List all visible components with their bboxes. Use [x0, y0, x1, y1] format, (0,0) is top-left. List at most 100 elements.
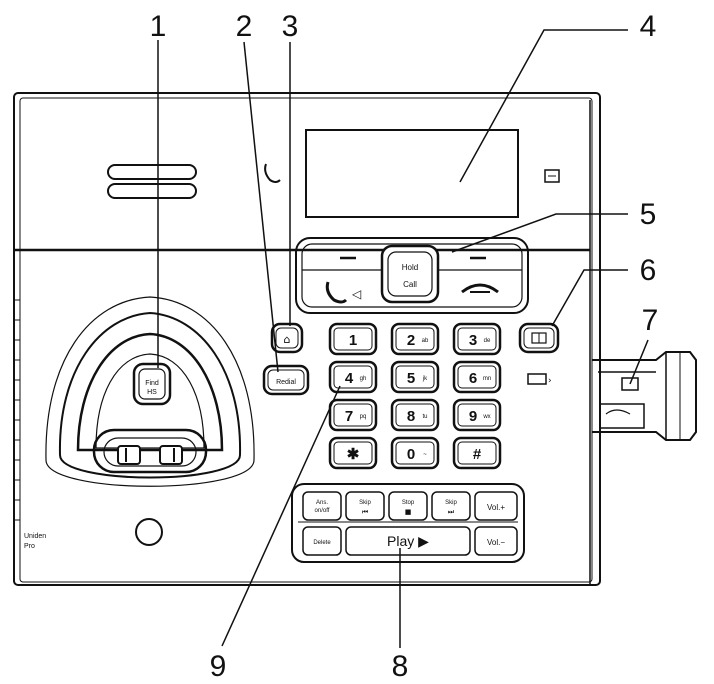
- leader-5: [451, 213, 628, 253]
- keypad-key-star[interactable]: ✱: [328, 436, 378, 470]
- keypad-key-label: 3: [469, 332, 477, 349]
- left-edge-ticks: [14, 299, 20, 521]
- answering-machine-keys: Ans. on/off Skip ⏮ Stop ■ Skip ⏭ Vol.+ D…: [291, 483, 525, 563]
- keypad-key-9[interactable]: 9 wx: [452, 398, 502, 432]
- charge-led: [135, 518, 163, 546]
- keypad-key-0[interactable]: 0~: [390, 436, 440, 470]
- find-handset-button[interactable]: Find HS: [132, 362, 172, 406]
- leader-7: [629, 339, 649, 385]
- find-handset-label-line1: Find: [145, 380, 159, 387]
- keypad-key-sublabel: ab: [422, 338, 429, 344]
- ans-onoff-button[interactable]: Ans. on/off: [302, 491, 342, 521]
- keypad-key-label: #: [473, 446, 482, 463]
- callout-8: 8: [392, 650, 409, 683]
- intercom-icon: ⌂: [284, 333, 291, 346]
- keypad-key-5[interactable]: 5 jk: [390, 360, 440, 394]
- speaker-grille: [107, 164, 197, 199]
- skip-back-button[interactable]: Skip ⏮: [345, 491, 385, 521]
- line-jack: [592, 351, 697, 441]
- callout-6: 6: [640, 254, 657, 287]
- keypad-key-sublabel: wx: [482, 414, 490, 420]
- keypad-key-label: 9: [469, 408, 477, 425]
- nav-pad[interactable]: Hold Call: [380, 244, 440, 304]
- brand-label: Uniden: [24, 533, 46, 540]
- keypad-key-sublabel: gh: [360, 376, 367, 382]
- play-button[interactable]: Play ▶: [345, 526, 471, 556]
- keypad-key-sublabel: tu: [422, 414, 427, 420]
- keypad-key-sublabel: de: [484, 338, 491, 344]
- keypad-key-label: 1: [349, 332, 357, 349]
- phonebook-button[interactable]: [518, 322, 560, 354]
- keypad-key-sublabel: jk: [422, 376, 428, 382]
- keypad-key-1[interactable]: 1: [328, 322, 378, 356]
- nav-center-top: Hold: [402, 263, 418, 272]
- keypad-key-sublabel: mn: [483, 376, 491, 382]
- stop-icon: ■: [405, 508, 412, 516]
- svg-text:Skip: Skip: [445, 500, 457, 506]
- callout-numbers: 1 2 3 4 5 6 7 8 9: [150, 10, 659, 683]
- battery-icon: ›: [527, 373, 552, 386]
- keypad-key-8[interactable]: 8 tu: [390, 398, 440, 432]
- callout-7: 7: [642, 304, 659, 337]
- keypad-key-label: 7: [345, 408, 353, 425]
- callout-2: 2: [236, 10, 253, 43]
- skip-fwd-icon: ⏭: [448, 508, 455, 516]
- callout-5: 5: [640, 198, 657, 231]
- callout-9: 9: [210, 650, 227, 683]
- keypad-key-4[interactable]: 4 gh: [328, 360, 378, 394]
- intercom-button[interactable]: ⌂: [270, 322, 304, 354]
- leader-9: [221, 385, 341, 647]
- navigation-softkeys: [295, 237, 529, 314]
- callout-3: 3: [282, 10, 299, 43]
- keypad-key-label: 2: [407, 332, 415, 349]
- skip-back-icon: ⏮: [362, 508, 368, 516]
- svg-text:Stop: Stop: [402, 500, 415, 506]
- keypad-key-pound[interactable]: #: [452, 436, 502, 470]
- keypad-key-3[interactable]: 3 de: [452, 322, 502, 356]
- stop-button[interactable]: Stop ■: [388, 491, 428, 521]
- display-screen: [305, 129, 519, 218]
- svg-text:on/off: on/off: [315, 508, 330, 514]
- redial-label: Redial: [276, 379, 296, 386]
- svg-text:Ans.: Ans.: [316, 500, 328, 506]
- svg-text:Vol.−: Vol.−: [487, 538, 505, 547]
- message-indicator-icon: [544, 169, 560, 183]
- vol-up-button[interactable]: Vol.+: [474, 491, 518, 521]
- keypad-key-label: 5: [407, 370, 415, 387]
- keypad-key-label: 6: [469, 370, 477, 387]
- keypad-key-sublabel: ~: [423, 452, 427, 458]
- leader-6: [551, 269, 628, 327]
- keypad-key-6[interactable]: 6 mn: [452, 360, 502, 394]
- find-handset-label-line2: HS: [147, 389, 157, 396]
- leader-4: [459, 29, 628, 183]
- skip-fwd-button[interactable]: Skip ⏭: [431, 491, 471, 521]
- callout-4: 4: [640, 10, 657, 43]
- callout-leaders: [157, 29, 649, 648]
- keypad-key-2[interactable]: 2 ab: [390, 322, 440, 356]
- redial-button[interactable]: Redial: [262, 364, 310, 396]
- callout-1: 1: [150, 10, 167, 43]
- delete-button[interactable]: Delete: [302, 526, 342, 556]
- svg-text:›: ›: [548, 376, 552, 386]
- end-call-button[interactable]: [461, 283, 499, 294]
- phone-icon: [264, 163, 281, 183]
- svg-text:Vol.+: Vol.+: [487, 503, 505, 512]
- svg-text:Skip: Skip: [359, 500, 371, 506]
- keypad-key-label: ✱: [347, 446, 360, 463]
- svg-text:Delete: Delete: [313, 540, 331, 546]
- talk-button[interactable]: ◁: [325, 281, 362, 304]
- leader-2: [243, 41, 279, 373]
- model-label: Pro: [24, 543, 35, 550]
- vol-down-button[interactable]: Vol.−: [474, 526, 518, 556]
- nav-center-bottom: Call: [403, 280, 417, 289]
- keypad-key-label: 4: [345, 370, 354, 387]
- svg-text:◁: ◁: [352, 287, 362, 301]
- keypad-key-label: 0: [407, 446, 415, 463]
- handset-cradle: [45, 296, 255, 487]
- svg-text:Play ▶: Play ▶: [387, 533, 429, 549]
- base-unit: [13, 92, 601, 586]
- keypad-key-label: 8: [407, 408, 415, 425]
